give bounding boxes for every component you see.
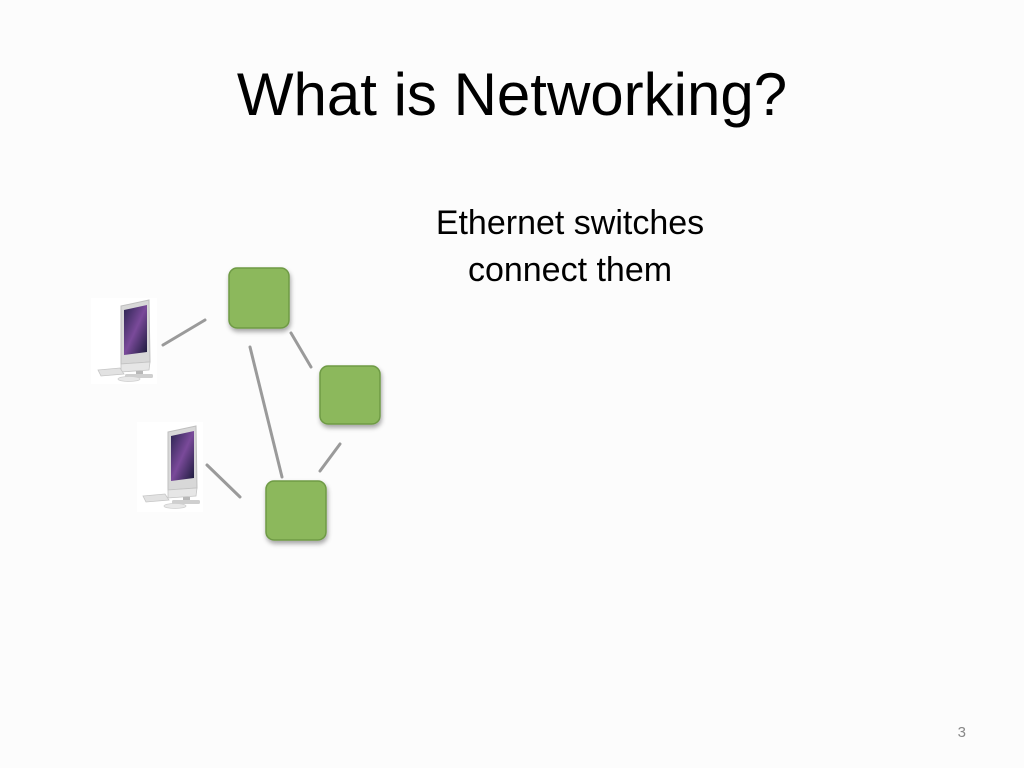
page-number: 3 xyxy=(957,724,966,741)
ethernet-switch-icon xyxy=(265,480,327,541)
link-switch1-switch2 xyxy=(289,331,313,369)
slide-title: What is Networking? xyxy=(236,61,788,128)
link-switch2-switch3 xyxy=(318,442,342,473)
ethernet-switch-icon xyxy=(228,267,290,329)
network-links xyxy=(161,318,342,499)
ethernet-switch-icon xyxy=(319,365,381,425)
link-computer2-switch3 xyxy=(205,463,242,499)
link-switch1-switch3 xyxy=(248,345,284,479)
caption-text: Ethernet switches connect them xyxy=(390,200,750,294)
imac-desktop-icon xyxy=(91,298,157,384)
caption-line-1: Ethernet switches xyxy=(435,204,705,242)
caption-line-2: connect them xyxy=(467,251,673,289)
imac-desktop-icon xyxy=(137,422,203,512)
link-computer1-switch1 xyxy=(161,318,207,347)
